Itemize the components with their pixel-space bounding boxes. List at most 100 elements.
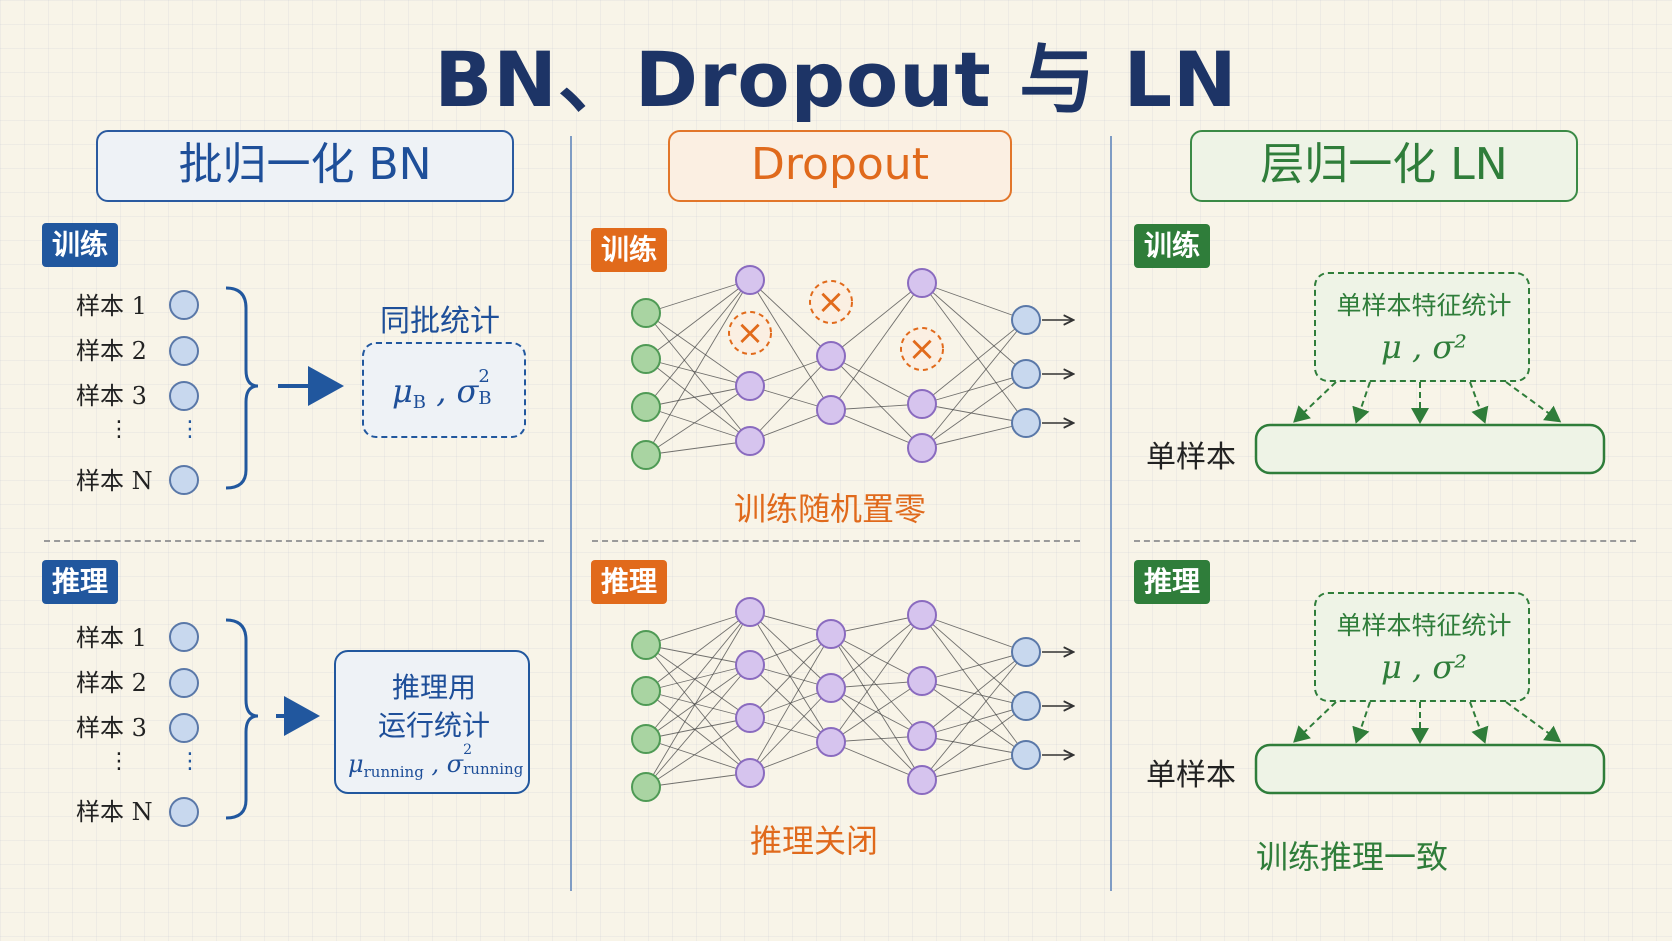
page-title: BN、Dropout 与 LN xyxy=(434,35,1238,124)
dropout-train-edge xyxy=(645,406,751,442)
bn-train-sample-label: 样本 N xyxy=(76,467,153,495)
bn-infer-sample-label: 样本 2 xyxy=(76,669,147,697)
ln-infer-formula: μ , σ² xyxy=(1381,648,1467,686)
dropout-train-edge xyxy=(645,279,751,360)
dropout-train-node xyxy=(1011,408,1041,438)
dropout-infer-edge xyxy=(921,705,1027,737)
dropout-train-edge xyxy=(921,403,1027,424)
dropout-infer-node xyxy=(907,721,937,751)
dropout-infer-edge xyxy=(830,614,923,689)
dropout-infer-node xyxy=(1011,740,1041,770)
ln-header: 层归一化 LN xyxy=(1190,130,1578,202)
dropout-train-node xyxy=(816,395,846,425)
ln-train-arrow xyxy=(1469,381,1489,424)
dropout-train-badge: 训练 xyxy=(591,228,668,272)
dropout-train-edge xyxy=(645,312,751,387)
dropout-train-edge xyxy=(749,355,832,442)
dropout-train-node xyxy=(735,265,765,295)
dropout-train-node xyxy=(735,426,765,456)
dropout-train-edge xyxy=(645,279,751,314)
dropout-infer-edge xyxy=(921,651,1027,781)
dropout-train-node xyxy=(907,389,937,419)
dropout-infer-edge xyxy=(645,717,751,740)
dropout-infer-node xyxy=(735,758,765,788)
dropout-infer-edge xyxy=(830,633,923,682)
bn-infer-node xyxy=(169,668,199,698)
dropout-train-edge xyxy=(921,373,1027,405)
dropout-row-divider xyxy=(592,540,1080,542)
dropout-train-edge xyxy=(645,312,751,442)
dropout-train-node xyxy=(631,440,661,470)
bn-infer-node xyxy=(169,622,199,652)
dropout-infer-edge xyxy=(749,611,832,743)
dropout-train-edge xyxy=(830,282,923,411)
dropout-train-edge xyxy=(830,282,923,357)
dropout-train-node xyxy=(907,433,937,463)
dropout-infer-node xyxy=(816,673,846,703)
ln-train-formula: μ , σ² xyxy=(1381,328,1467,366)
ln-train-arrow xyxy=(1293,381,1337,423)
ln-row-divider xyxy=(1134,540,1636,542)
dropout-train-node xyxy=(816,341,846,371)
dropout-infer-edge xyxy=(830,633,923,737)
dropout-train-edge xyxy=(645,279,751,408)
bn-row-divider xyxy=(44,540,544,542)
dropout-infer-edge xyxy=(830,741,923,781)
ln-infer-sample-label: 单样本 xyxy=(1146,758,1236,793)
dropout-train-dropped-node xyxy=(900,327,944,371)
dropout-train-edge xyxy=(645,279,751,456)
column-divider-right xyxy=(1110,136,1112,891)
dropout-infer-edge xyxy=(830,680,923,743)
dropout-infer-edge xyxy=(645,611,751,692)
bn-infer-brace xyxy=(225,618,259,820)
drop-mark: × xyxy=(908,329,937,369)
dropout-infer-node xyxy=(816,619,846,649)
ln-train-stat-label: 单样本特征统计 xyxy=(1336,291,1512,320)
ln-train-sample-label: 单样本 xyxy=(1146,440,1236,475)
dropout-train-edge xyxy=(921,319,1027,405)
dropout-infer-edge xyxy=(921,735,1027,756)
dropout-infer-edge xyxy=(645,690,751,774)
dropout-train-edge xyxy=(921,282,1027,321)
ln-train-badge: 训练 xyxy=(1134,224,1211,268)
dropout-infer-edge xyxy=(645,611,751,740)
dropout-infer-node xyxy=(735,650,765,680)
ln-train-stat-box: 单样本特征统计 μ , σ² xyxy=(1314,272,1530,382)
ln-infer-stat-box: 单样本特征统计 μ , σ² xyxy=(1314,592,1530,702)
dropout-infer-edge xyxy=(645,738,751,774)
dropout-infer-edge xyxy=(921,754,1027,781)
dropout-infer-node xyxy=(907,600,937,630)
dropout-train-dropped-node xyxy=(809,280,853,324)
dropout-infer-edge xyxy=(830,735,923,743)
bn-train-sample-label: 样本 1 xyxy=(76,292,147,320)
ln-train-arrow xyxy=(1505,381,1562,423)
dropout-infer-edge xyxy=(921,651,1027,682)
dropout-infer-edge xyxy=(830,614,923,743)
ln-infer-caption: 训练推理一致 xyxy=(1256,838,1449,876)
dropout-infer-edge xyxy=(921,705,1027,781)
dropout-train-edge xyxy=(830,355,923,449)
dropout-train-node xyxy=(907,268,937,298)
dropout-train-edge xyxy=(645,358,751,442)
dropout-infer-node xyxy=(1011,691,1041,721)
dropout-train-node xyxy=(631,298,661,328)
dropout-infer-caption: 推理关闭 xyxy=(750,822,879,860)
dropout-train-edge xyxy=(645,385,751,456)
dropout-train-edge xyxy=(921,282,1027,375)
dropout-infer-badge: 推理 xyxy=(591,560,668,604)
ln-infer-stat-label: 单样本特征统计 xyxy=(1336,611,1512,640)
drop-mark: × xyxy=(736,313,765,353)
dropout-train-dropped-node xyxy=(728,311,772,355)
dropout-infer-edge xyxy=(645,664,751,692)
dropout-infer-edge xyxy=(921,614,1027,707)
dropout-infer-edge xyxy=(645,772,751,788)
dropout-train-edge xyxy=(830,409,923,449)
dropout-infer-edge xyxy=(645,611,751,646)
dropout-infer-node xyxy=(631,630,661,660)
dropout-infer-node xyxy=(816,727,846,757)
